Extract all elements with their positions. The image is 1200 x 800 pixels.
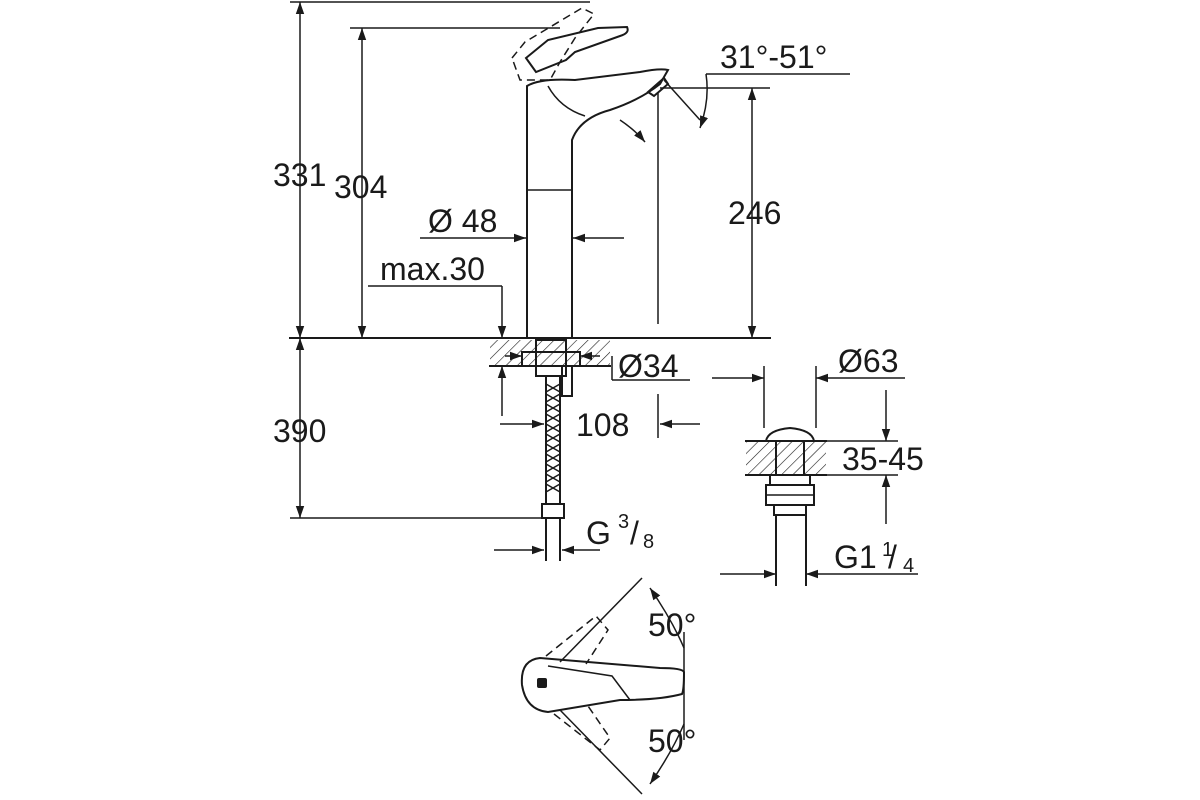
dim-waste-thread: G1 xyxy=(834,539,877,575)
dim-hose-thread-num: 3 xyxy=(618,511,629,533)
swivel-outline-bottom xyxy=(553,705,611,752)
pop-up-waste xyxy=(712,366,918,586)
lever-top-inner xyxy=(547,665,631,701)
faucet-side-view xyxy=(289,7,771,561)
lever-top-indicator xyxy=(537,678,547,688)
dim-angle-31-51: 31°-51° xyxy=(720,39,827,75)
dim-108: 108 xyxy=(576,407,629,443)
dim-max-30: max.30 xyxy=(380,251,485,287)
waste-cap xyxy=(764,426,816,442)
dim-diameter-34: Ø34 xyxy=(618,348,678,384)
dim-35-45: 35-45 xyxy=(842,441,924,477)
faucet-body xyxy=(526,68,670,339)
dim-diameter-63: Ø63 xyxy=(838,343,898,379)
dim-hose-thread: G xyxy=(586,515,611,551)
waste-nut xyxy=(769,474,811,486)
dim-246: 246 xyxy=(728,195,781,231)
dim-390: 390 xyxy=(273,413,326,449)
dimension-lines xyxy=(290,1,850,555)
hose-nut xyxy=(541,503,565,519)
dimension-labels: 331 304 Ø 48 max.30 246 31°-51° Ø34 390 … xyxy=(273,39,924,759)
fixing-stud xyxy=(561,365,573,397)
swivel-outline-top xyxy=(545,614,609,665)
lever-top-outline xyxy=(520,656,686,714)
dim-diameter-48: Ø 48 xyxy=(428,203,497,239)
dim-304: 304 xyxy=(334,169,387,205)
dim-hose-thread-slash: / xyxy=(630,515,639,551)
dim-waste-thread-num: 1 xyxy=(882,539,893,561)
lever-handle xyxy=(524,25,629,74)
dim-hose-thread-den: 8 xyxy=(643,531,654,553)
dim-waste-thread-slash: / xyxy=(888,539,897,575)
waste-washer xyxy=(773,504,807,516)
dim-swivel-top: 50° xyxy=(648,607,696,643)
dim-swivel-bottom: 50° xyxy=(648,723,696,759)
hose-braid xyxy=(545,383,561,493)
lever-top-view xyxy=(520,577,686,795)
dim-waste-thread-den: 4 xyxy=(903,555,914,577)
lever-arc xyxy=(547,85,586,117)
lever-raised-outline xyxy=(511,7,596,81)
waste-deck-hatch xyxy=(746,441,826,475)
dim-331: 331 xyxy=(273,157,326,193)
